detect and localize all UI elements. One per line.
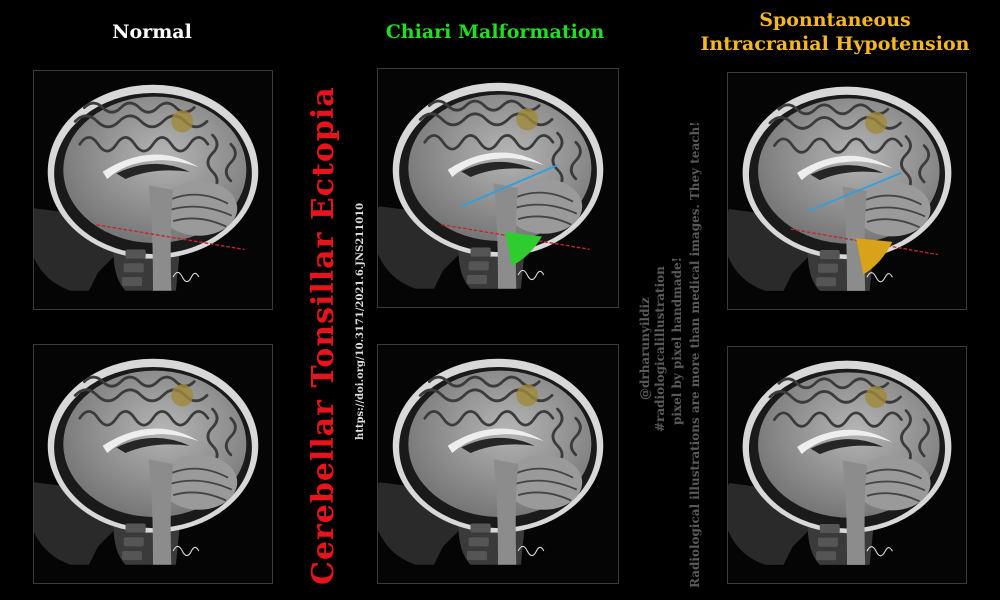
doi-link[interactable]: https://doi.org/10.3171/2021.6.JNS211010 (355, 202, 366, 440)
panel-chiari-annotated (377, 68, 619, 308)
credit-handle: @drharunyildiz (638, 297, 652, 400)
column-title-sih-line2: Intracranial Hypotension (700, 33, 970, 55)
tonsil-highlight-chiari (505, 231, 542, 266)
clivus-line-chiari (461, 164, 558, 208)
mri-sagittal-normal-annotated (34, 83, 260, 293)
credit-hashtag: #radiologicalillustration (653, 266, 667, 432)
mri-sagittal-sih-annotated (728, 85, 953, 293)
mri-sagittal-normal-plain (34, 357, 260, 567)
panel-sih-plain (727, 346, 967, 584)
panel-sih-annotated (727, 72, 967, 310)
credit-tagline: Radiological illustrations are more than… (688, 121, 702, 588)
column-title-sih-line1: Sponntaneous (759, 9, 911, 31)
side-title: Cerebellar Tonsillar Ectopia (306, 86, 341, 585)
panel-normal-plain (33, 344, 273, 584)
mcrae-line-sih (790, 228, 938, 256)
column-title-sih: Sponntaneous Intracranial Hypotension (690, 8, 980, 56)
mcrae-line-normal (96, 224, 245, 251)
mri-sagittal-sih-plain (728, 359, 953, 567)
panel-normal-annotated (33, 70, 273, 310)
mri-sagittal-chiari-annotated (378, 81, 605, 291)
clivus-line-sih (808, 172, 902, 212)
tonsil-highlight-sih (856, 238, 893, 275)
credit-handmade: pixel by pixel handmade! (670, 257, 684, 425)
column-title-normal: Normal (112, 21, 192, 43)
column-title-chiari: Chiari Malformation (385, 21, 605, 43)
mri-sagittal-chiari-plain (378, 357, 605, 567)
mcrae-line-chiari (441, 223, 590, 251)
panel-chiari-plain (377, 344, 619, 584)
